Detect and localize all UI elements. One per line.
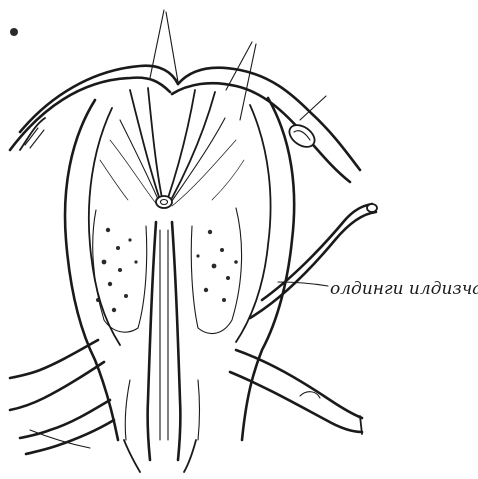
anterior-root-label: олдинги илдизча	[330, 279, 478, 299]
central-canal	[156, 196, 172, 208]
dorsal-root-bundles	[10, 10, 360, 182]
anterior-median-fissure	[148, 222, 181, 460]
dorsal-horn-fibres	[110, 88, 236, 206]
ink-spot	[10, 28, 18, 36]
